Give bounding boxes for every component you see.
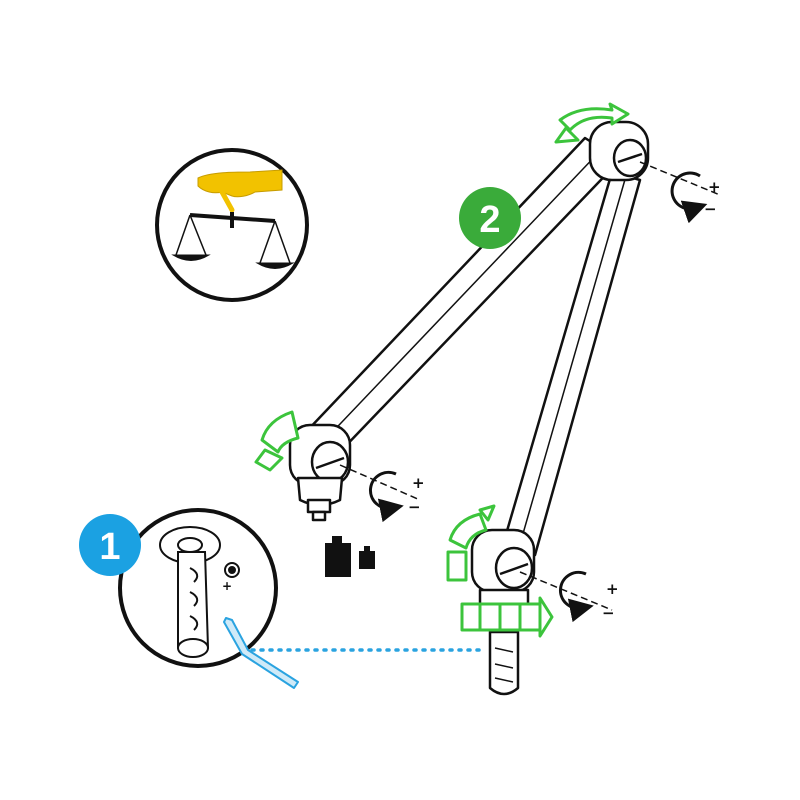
balance-inset: [155, 148, 309, 302]
top-joint: [588, 120, 650, 182]
rotation-indicators: [254, 102, 630, 638]
step-2-number: 2: [479, 199, 500, 241]
minus-sign: −: [704, 200, 717, 218]
rotate-arrow-icon: [460, 596, 554, 638]
plus-sign: +: [606, 580, 619, 598]
left-joint: [288, 423, 352, 522]
weights-icon: [325, 536, 375, 577]
hex-key-icon: [223, 617, 299, 689]
minus-sign: −: [602, 604, 615, 622]
step-1-number: 1: [99, 526, 120, 568]
rotate-arrow-icon: [254, 410, 300, 472]
minus-sign: −: [408, 498, 421, 516]
balance-scale-icon: [171, 212, 295, 269]
rotate-arrow-icon: [446, 504, 496, 582]
rotate-cw-icon: [559, 570, 594, 623]
rotate-arrow-icon: [554, 102, 630, 144]
axis-lines: [339, 161, 721, 611]
plus-sign: +: [412, 474, 425, 492]
boom-arm: [288, 120, 650, 696]
plus-sign: +: [708, 178, 721, 196]
clamp-inset: +: [118, 508, 299, 689]
step-2-badge: 2: [459, 187, 521, 249]
plus-sign: +: [222, 579, 232, 593]
step-1-badge: 1: [79, 514, 141, 576]
rotate-cw-icon: [670, 171, 708, 224]
rotate-cw-icon: [369, 470, 404, 523]
hand-icon: [197, 169, 283, 213]
